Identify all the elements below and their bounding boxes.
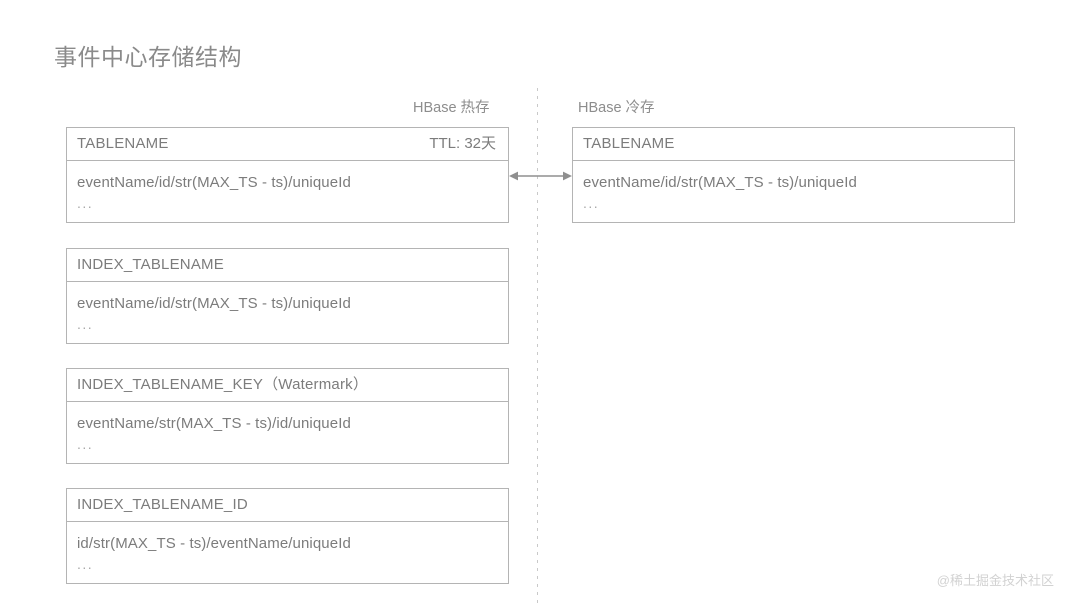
rowkey-ellipsis: ... (77, 195, 94, 211)
table-box-hot-3[interactable]: INDEX_TABLENAME_KEY（Watermark） eventName… (66, 368, 509, 464)
rowkey-pattern: eventName/str(MAX_TS - ts)/id/uniqueId (77, 415, 351, 432)
table-box-header: INDEX_TABLENAME_ID (67, 489, 508, 522)
rowkey-pattern: id/str(MAX_TS - ts)/eventName/uniqueId (77, 535, 351, 552)
column-caption-hot: HBase 热存 (413, 100, 490, 116)
rowkey-ellipsis: ... (77, 556, 94, 572)
table-name: TABLENAME (77, 135, 169, 152)
rowkey-ellipsis: ... (77, 436, 94, 452)
table-name: INDEX_TABLENAME (77, 256, 224, 273)
table-ttl-badge: TTL: 32天 (429, 135, 496, 152)
table-box-body: eventName/id/str(MAX_TS - ts)/uniqueId .… (67, 282, 508, 333)
table-box-hot-4[interactable]: INDEX_TABLENAME_ID id/str(MAX_TS - ts)/e… (66, 488, 509, 584)
table-box-hot-2[interactable]: INDEX_TABLENAME eventName/id/str(MAX_TS … (66, 248, 509, 344)
page-title: 事件中心存储结构 (54, 44, 242, 70)
table-box-cold-1[interactable]: TABLENAME eventName/id/str(MAX_TS - ts)/… (572, 127, 1015, 223)
table-box-body: eventName/id/str(MAX_TS - ts)/uniqueId .… (573, 161, 1014, 212)
table-box-hot-1[interactable]: TABLENAME TTL: 32天 eventName/id/str(MAX_… (66, 127, 509, 223)
table-box-body: eventName/id/str(MAX_TS - ts)/uniqueId .… (67, 161, 508, 212)
table-box-header: TABLENAME TTL: 32天 (67, 128, 508, 161)
double-arrow-horizontal-icon (509, 169, 572, 183)
table-box-body: id/str(MAX_TS - ts)/eventName/uniqueId .… (67, 522, 508, 573)
table-name: INDEX_TABLENAME_KEY（Watermark） (77, 376, 369, 393)
rowkey-pattern: eventName/id/str(MAX_TS - ts)/uniqueId (583, 174, 857, 191)
table-name: TABLENAME (583, 135, 675, 152)
table-name: INDEX_TABLENAME_ID (77, 496, 248, 513)
column-divider (537, 88, 538, 608)
rowkey-ellipsis: ... (77, 316, 94, 332)
table-box-body: eventName/str(MAX_TS - ts)/id/uniqueId .… (67, 402, 508, 453)
column-caption-cold: HBase 冷存 (578, 100, 655, 116)
rowkey-ellipsis: ... (583, 195, 600, 211)
table-box-header: TABLENAME (573, 128, 1014, 161)
rowkey-pattern: eventName/id/str(MAX_TS - ts)/uniqueId (77, 295, 351, 312)
rowkey-pattern: eventName/id/str(MAX_TS - ts)/uniqueId (77, 174, 351, 191)
table-box-header: INDEX_TABLENAME (67, 249, 508, 282)
table-box-header: INDEX_TABLENAME_KEY（Watermark） (67, 369, 508, 402)
site-watermark: @稀土掘金技术社区 (936, 573, 1054, 588)
